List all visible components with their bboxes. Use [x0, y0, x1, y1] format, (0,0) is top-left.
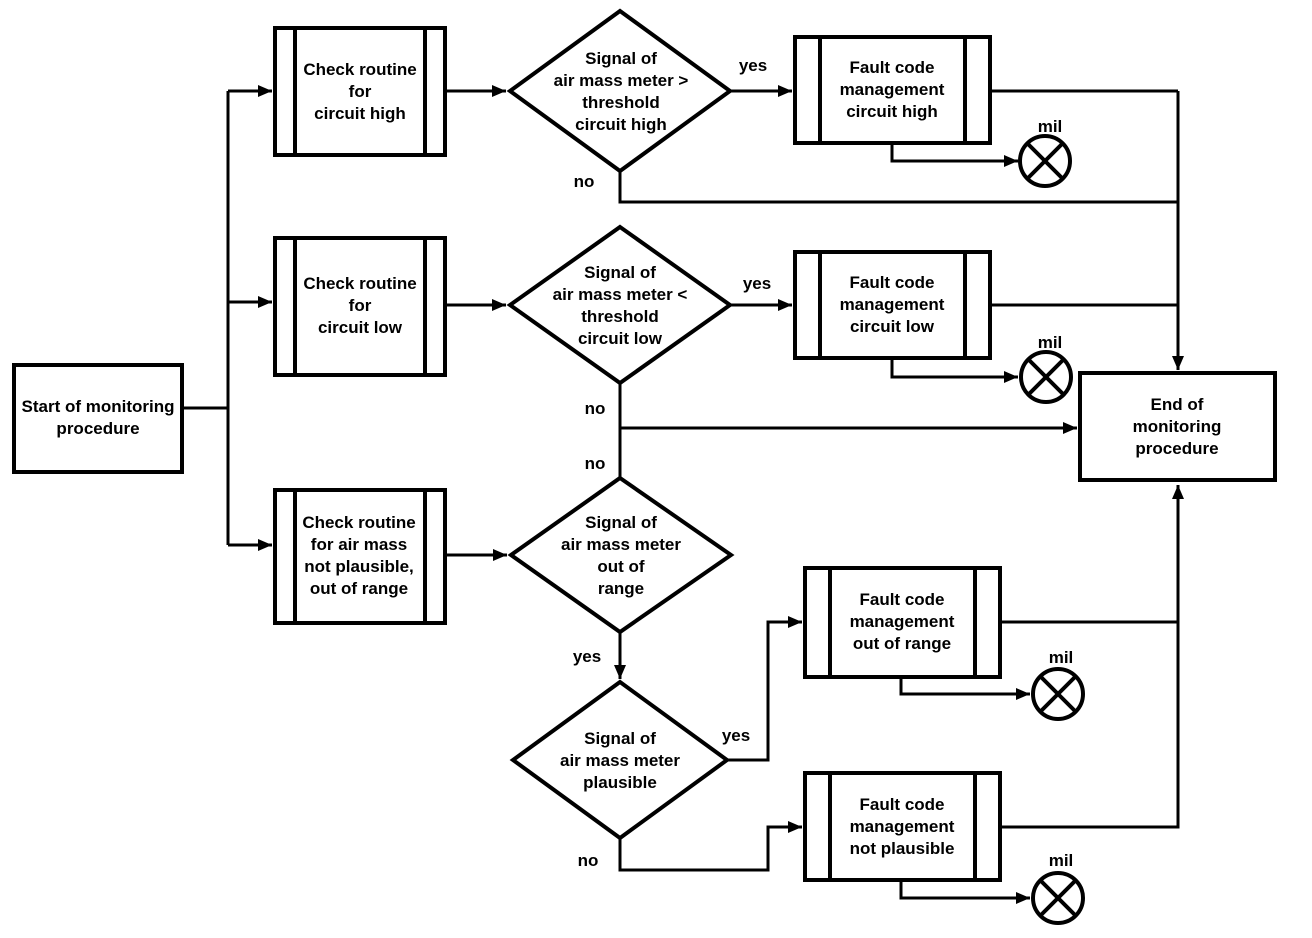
edge-fault-notplausible-to-mil	[899, 880, 1030, 904]
edge-label-yes-circuit-low: yes	[742, 274, 772, 293]
end-node-label: End of monitoring procedure	[1132, 395, 1222, 458]
edge-fault-high-to-mil	[890, 143, 1018, 167]
decision-plausible-shape	[509, 679, 731, 841]
start-node-label: Start of monitoring procedure	[21, 397, 175, 438]
edge-fault-low-to-mil	[890, 358, 1018, 383]
start-node-shape	[12, 363, 184, 474]
check-circuit-low-shape	[273, 236, 447, 377]
decision-out-of-range-label: Signal of air mass meter out of range	[560, 513, 682, 598]
mil-lamp-out-of-range-icon	[1031, 667, 1085, 721]
fault-circuit-low-label: Fault code management circuit low	[839, 273, 945, 336]
fault-out-of-range-label: Fault code management out of range	[849, 590, 955, 653]
nodes	[12, 8, 1277, 925]
edge-label-no-plausible: no	[577, 851, 599, 870]
mil-label-circuit-low: mil	[1037, 333, 1063, 352]
decision-circuit-high-shape	[506, 8, 734, 174]
decision-plausible-label: Signal of air mass meter plausible	[559, 729, 681, 792]
check-circuit-high-label: Check routine for circuit high	[303, 60, 417, 123]
edge-decision-plausible-no	[618, 821, 802, 872]
edge-decision-plausible-yes	[727, 616, 802, 762]
decision-circuit-low-shape	[506, 224, 734, 386]
end-node-shape	[1078, 371, 1277, 482]
edge-label-yes-out-of-range: yes	[572, 647, 602, 666]
edge-label-no-circuit-high: no	[573, 172, 595, 191]
check-circuit-high-shape	[273, 26, 447, 157]
mil-label-circuit-high: mil	[1037, 117, 1063, 136]
decision-out-of-range-shape	[507, 475, 735, 635]
check-not-plausible-label: Check routine for air mass not plausible…	[302, 513, 416, 598]
decision-circuit-low-label: Signal of air mass meter < threshold cir…	[552, 263, 688, 348]
fault-out-of-range-shape	[803, 566, 1002, 679]
fault-not-plausible-shape	[803, 771, 1002, 882]
fault-circuit-high-shape	[793, 35, 992, 145]
edge-label-no-circuit-low: no	[584, 399, 606, 418]
check-not-plausible-shape	[273, 488, 447, 625]
edge-label-no-out-of-range: no	[584, 454, 606, 473]
mil-lamp-circuit-high-icon	[1018, 134, 1072, 188]
edge-label-yes-circuit-high: yes	[738, 56, 768, 75]
edge-fault-range-to-mil	[899, 677, 1030, 700]
edge-decision-high-no	[618, 171, 1178, 204]
mil-label-out-of-range: mil	[1048, 648, 1074, 667]
mil-label-not-plausible: mil	[1048, 851, 1074, 870]
edge-fault-notplausible-out-to-end-bottom	[1000, 485, 1184, 829]
fault-not-plausible-label: Fault code management not plausible	[849, 795, 955, 858]
edge-label-yes-plausible: yes	[721, 726, 751, 745]
mil-lamp-circuit-low-icon	[1019, 350, 1073, 404]
fault-circuit-low-shape	[793, 250, 992, 360]
fault-circuit-high-label: Fault code management circuit high	[839, 58, 945, 121]
mil-lamp-not-plausible-icon	[1031, 871, 1085, 925]
check-circuit-low-label: Check routine for circuit low	[303, 274, 417, 337]
connectors	[182, 85, 1184, 904]
decision-circuit-high-label: Signal of air mass meter > threshold cir…	[553, 49, 689, 134]
